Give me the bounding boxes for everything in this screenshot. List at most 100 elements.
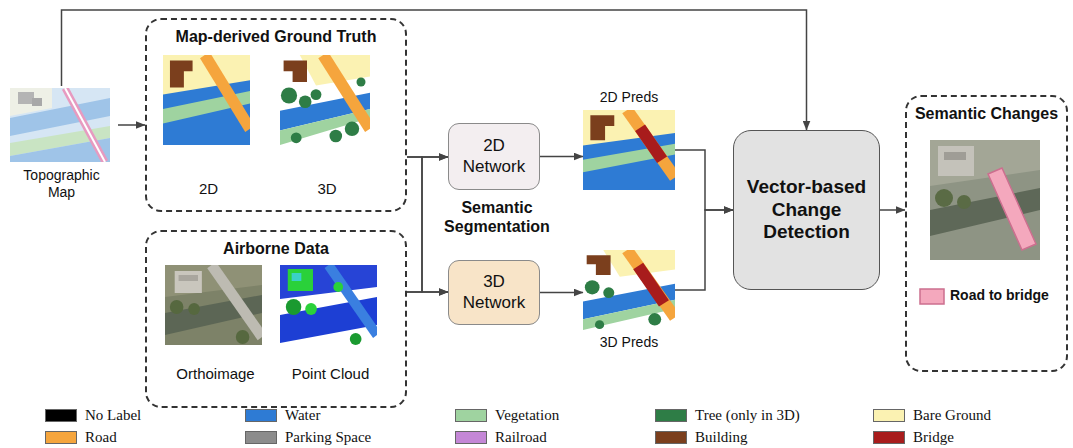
thumbnail-node: Orthoimage — [167, 264, 264, 384]
legend-item: Railroad — [455, 429, 547, 446]
legend-label: Bridge — [913, 429, 954, 446]
node-label: 3D Network — [453, 271, 535, 314]
legend-label: Bare Ground — [913, 407, 991, 424]
legend-item: Tree (only in 3D) — [655, 407, 800, 424]
connector-arrow — [540, 156, 583, 158]
illustration-part — [944, 152, 966, 160]
legend-swatch — [455, 409, 487, 422]
legend-swatch — [245, 409, 277, 422]
node-label: Topographic Map — [13, 166, 111, 202]
legend-item: Road — [45, 429, 117, 446]
legend-swatch — [655, 431, 687, 444]
network-box: 2D Network — [448, 123, 540, 190]
map-node: Topographic Map — [5, 86, 118, 202]
legend-swatch — [45, 431, 77, 444]
legend-label: Road — [85, 429, 117, 446]
prediction-node: 3D Preds — [583, 250, 675, 352]
point-cloud-image — [280, 265, 377, 345]
illustration-part — [10, 88, 110, 162]
legend-label: Vegetation — [495, 407, 559, 424]
legend-swatch — [873, 431, 905, 444]
illustration-part — [170, 60, 193, 87]
illustration-part — [935, 189, 953, 207]
thumbnail-node: 2D — [165, 57, 252, 199]
connector-arrow — [62, 10, 807, 130]
legend-item: Vegetation — [455, 407, 559, 424]
illustration-part — [323, 55, 370, 129]
free-label: Semantic Segmentation — [432, 198, 562, 236]
thumbnail-node: 3D — [282, 57, 372, 199]
connector-arrow — [675, 150, 733, 210]
connector-arrow — [118, 124, 145, 126]
illustration-part — [286, 299, 302, 315]
illustration-part — [648, 313, 661, 325]
connector-arrow — [407, 291, 448, 293]
illustration-part — [205, 55, 250, 129]
legend-label: Building — [695, 429, 748, 446]
node-label: Vector-based Change Detection — [742, 175, 871, 245]
legend-label: No Label — [85, 407, 141, 424]
connector-arrow — [540, 292, 583, 294]
node-label: 3D Preds — [597, 333, 661, 352]
illustration-part — [179, 275, 198, 281]
process-box: Vector-based Change Detection — [733, 130, 880, 290]
illustration-part — [638, 266, 664, 303]
illustration-part — [603, 287, 614, 298]
legend-swatch — [45, 409, 77, 422]
legend-item: Parking Space — [245, 429, 371, 446]
legend-item: Bridge — [873, 429, 954, 446]
illustration-part — [212, 265, 262, 337]
illustration-part — [345, 122, 359, 136]
network-box: 3D Network — [448, 260, 540, 325]
node-label: Semantic Changes — [912, 103, 1061, 124]
illustration-part — [583, 250, 675, 330]
legend-swatch — [455, 431, 487, 444]
group-box: Semantic Changes — [905, 95, 1068, 372]
illustration-part — [163, 55, 250, 145]
illustration-part — [333, 282, 343, 292]
illustration-part — [65, 88, 105, 162]
pred-3d-image — [583, 250, 675, 330]
node-label: 2D Network — [453, 135, 535, 178]
legend-label: Parking Space — [285, 429, 371, 446]
illustration-part — [329, 265, 378, 335]
illustration-part — [10, 88, 52, 116]
illustration-part — [280, 265, 377, 345]
illustration-part — [65, 88, 105, 162]
legend-item: Building — [655, 429, 748, 446]
connector-arrow — [675, 210, 733, 290]
illustration-part — [988, 168, 1036, 250]
node-label: 2D Preds — [597, 88, 661, 107]
illustration-part — [938, 146, 974, 176]
legend-label: Tree (only in 3D) — [695, 407, 800, 424]
connector-arrow — [407, 157, 448, 292]
legend-label: Water — [285, 407, 320, 424]
illustration-part — [595, 320, 604, 329]
illustration-part — [350, 333, 362, 345]
illustration-part — [587, 255, 611, 275]
gt-2d-image — [163, 55, 250, 145]
node-label: 3D — [314, 179, 339, 199]
connector-arrow — [407, 157, 448, 292]
node-label: Point Cloud — [289, 364, 373, 384]
illustration-part — [640, 128, 662, 160]
illustration-part — [280, 55, 370, 145]
illustration-part — [188, 303, 200, 315]
pred-2d-image — [583, 110, 675, 190]
illustration-part — [291, 132, 302, 143]
orthoimage — [165, 265, 262, 345]
illustration-part — [165, 265, 262, 345]
legend-swatch — [245, 431, 277, 444]
thumbnail-node: Point Cloud — [280, 264, 381, 384]
group-box: Airborne DataOrthoimage Point Cloud — [145, 230, 407, 408]
illustration-part — [590, 115, 614, 140]
group-box: Map-derived Ground Truth2D3D — [145, 18, 407, 212]
illustration-part — [18, 92, 34, 104]
illustration-part — [288, 269, 313, 291]
node-label: Airborne Data — [220, 238, 332, 259]
illustration-part — [311, 89, 322, 100]
node-label: Orthoimage — [173, 364, 257, 384]
illustration-part — [585, 280, 600, 294]
legend-item: Bare Ground — [873, 407, 991, 424]
